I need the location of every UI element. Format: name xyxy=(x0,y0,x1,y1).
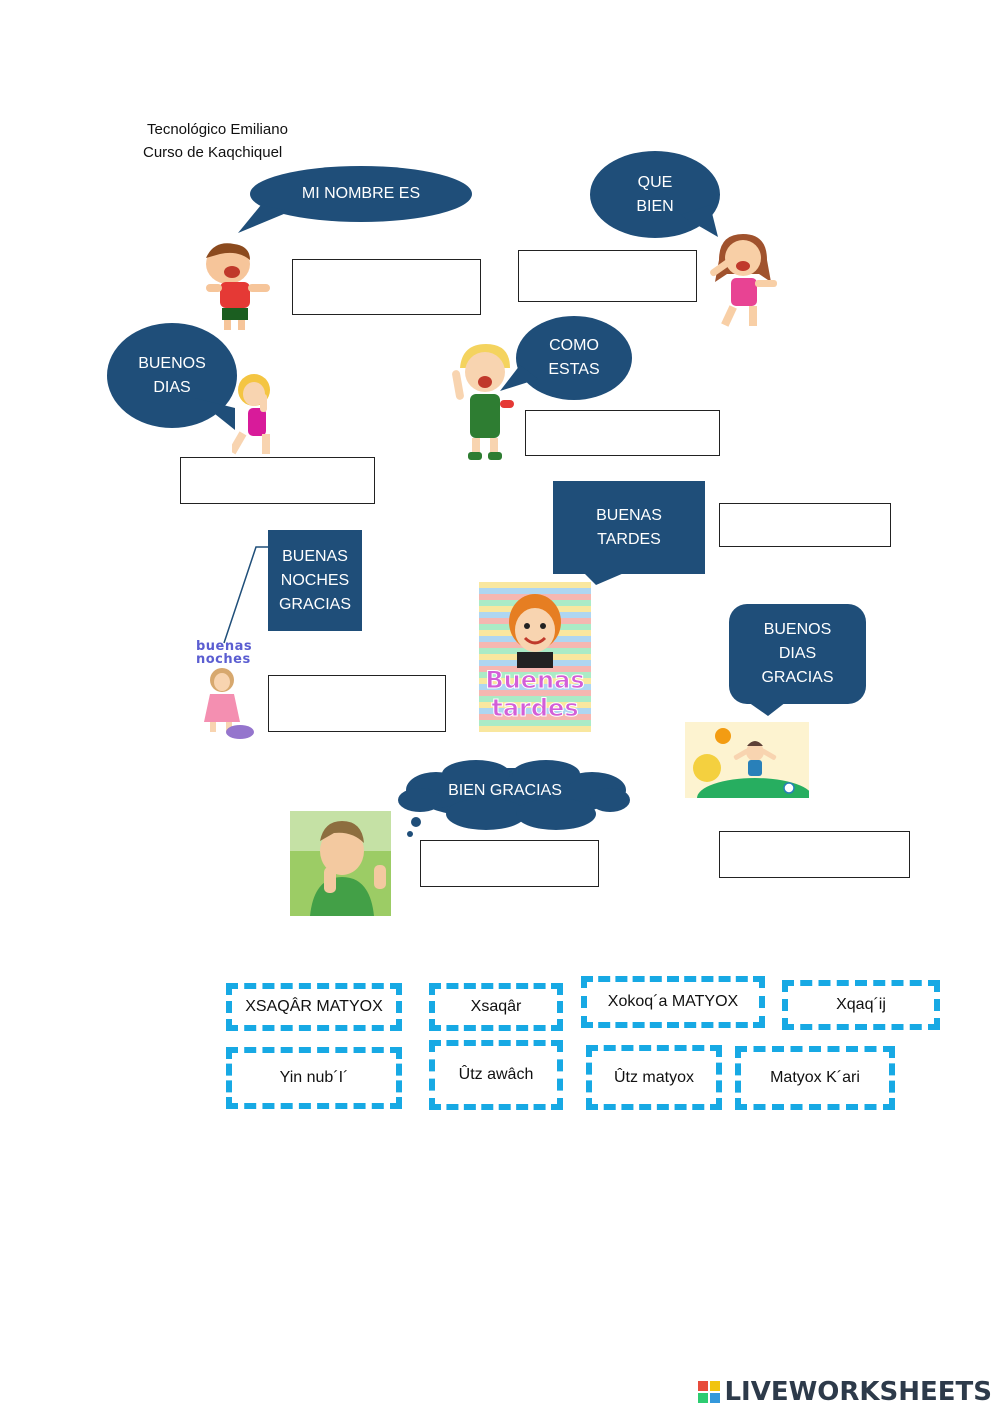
course-name: Curso de Kaqchiquel xyxy=(143,144,283,161)
noches-caption-1: buenas xyxy=(196,639,253,654)
bubble-tail xyxy=(748,702,786,716)
word-option[interactable]: Matyox K´ari xyxy=(735,1046,895,1110)
bubble-buenos-dias-gracias: BUENOS DIAS GRACIAS xyxy=(729,604,866,704)
bubble-text-3: GRACIAS xyxy=(278,595,351,613)
word-option[interactable]: Xsaqâr xyxy=(429,983,563,1031)
bubble-bien-gracias: BIEN GRACIAS xyxy=(448,782,562,799)
sleepy-girl-icon xyxy=(204,668,254,739)
boy-red-shirt-image xyxy=(206,243,270,330)
buenas-noches-image: buenas noches xyxy=(196,640,256,742)
girl-blonde-image xyxy=(232,374,270,455)
bubble-text-2: DIAS xyxy=(153,378,191,396)
answer-box-buenas-tardes[interactable] xyxy=(719,503,891,547)
word-option[interactable]: Yin nub´I´ xyxy=(226,1047,402,1109)
bubble-tail xyxy=(500,365,538,391)
bubble-text-2: NOCHES xyxy=(280,571,350,589)
word-option[interactable]: Ûtz matyox xyxy=(586,1045,722,1110)
bubble-tail xyxy=(195,398,235,430)
boy-face-icon xyxy=(509,594,561,668)
bubble-buenas-noches: BUENAS NOCHES GRACIAS xyxy=(268,530,362,631)
word-option[interactable]: Xqaq´ij xyxy=(782,980,940,1030)
tardes-caption-1: Buenas xyxy=(485,666,585,695)
answer-box-mi-nombre[interactable] xyxy=(292,259,481,315)
answer-box-bien-gracias[interactable] xyxy=(420,840,599,887)
noches-caption-2: noches xyxy=(196,652,251,667)
bubble-text-2: BIEN xyxy=(636,197,674,215)
bubble-buenas-tardes: BUENAS TARDES xyxy=(553,481,705,574)
bubble-text: MI NOMBRE ES xyxy=(301,185,421,202)
word-option[interactable]: Xokoq´a MATYOX xyxy=(581,976,765,1028)
school-name: Tecnológico Emiliano xyxy=(147,121,288,138)
bubble-text-3: GRACIAS xyxy=(761,669,834,686)
bubble-text-1: BUENOS xyxy=(763,621,832,638)
bubble-text-2: TARDES xyxy=(597,530,661,548)
logo-text: LIVEWORKSHEETS xyxy=(724,1377,992,1407)
bubble-text-2: DIAS xyxy=(778,645,817,662)
bubble-text-1: QUE xyxy=(637,173,673,191)
bubble-text-1: BUENOS xyxy=(138,354,206,372)
bubble-text-1: BUENAS xyxy=(596,506,662,524)
callout-line xyxy=(223,546,268,644)
cloud-bubble-shape xyxy=(398,760,630,837)
bubble-tail xyxy=(680,205,718,237)
bubble-text-2: ESTAS xyxy=(548,361,600,378)
word-option[interactable]: Ûtz awâch xyxy=(429,1040,563,1110)
tardes-caption-2: tardes xyxy=(491,694,579,723)
answer-box-buenas-noches[interactable] xyxy=(268,675,446,732)
buenas-tardes-image: Buenas tardes xyxy=(479,582,591,732)
girl-pink-dress-image xyxy=(710,234,777,327)
answer-box-buenos-dias-gracias[interactable] xyxy=(719,831,910,878)
boy-thumbs-up-image xyxy=(290,811,391,916)
boy-overalls-image xyxy=(452,344,514,460)
bubble-como-estas: COMO ESTAS xyxy=(516,316,632,400)
answer-box-buenos-dias[interactable] xyxy=(180,457,375,504)
bubble-tail xyxy=(584,573,624,585)
answer-box-que-bien[interactable] xyxy=(518,250,697,302)
answer-box-como-estas[interactable] xyxy=(525,410,720,456)
liveworksheets-logo: LIVEWORKSHEETS xyxy=(698,1377,992,1407)
bubble-mi-nombre: MI NOMBRE ES xyxy=(250,166,472,222)
logo-mark-icon xyxy=(698,1381,721,1403)
bubble-tail xyxy=(238,205,291,233)
word-option[interactable]: XSAQÂR MATYOX xyxy=(226,983,402,1031)
bubble-text-1: BUENAS xyxy=(282,547,348,565)
bubble-text-1: COMO xyxy=(549,337,599,354)
morning-boy-image xyxy=(685,722,809,798)
